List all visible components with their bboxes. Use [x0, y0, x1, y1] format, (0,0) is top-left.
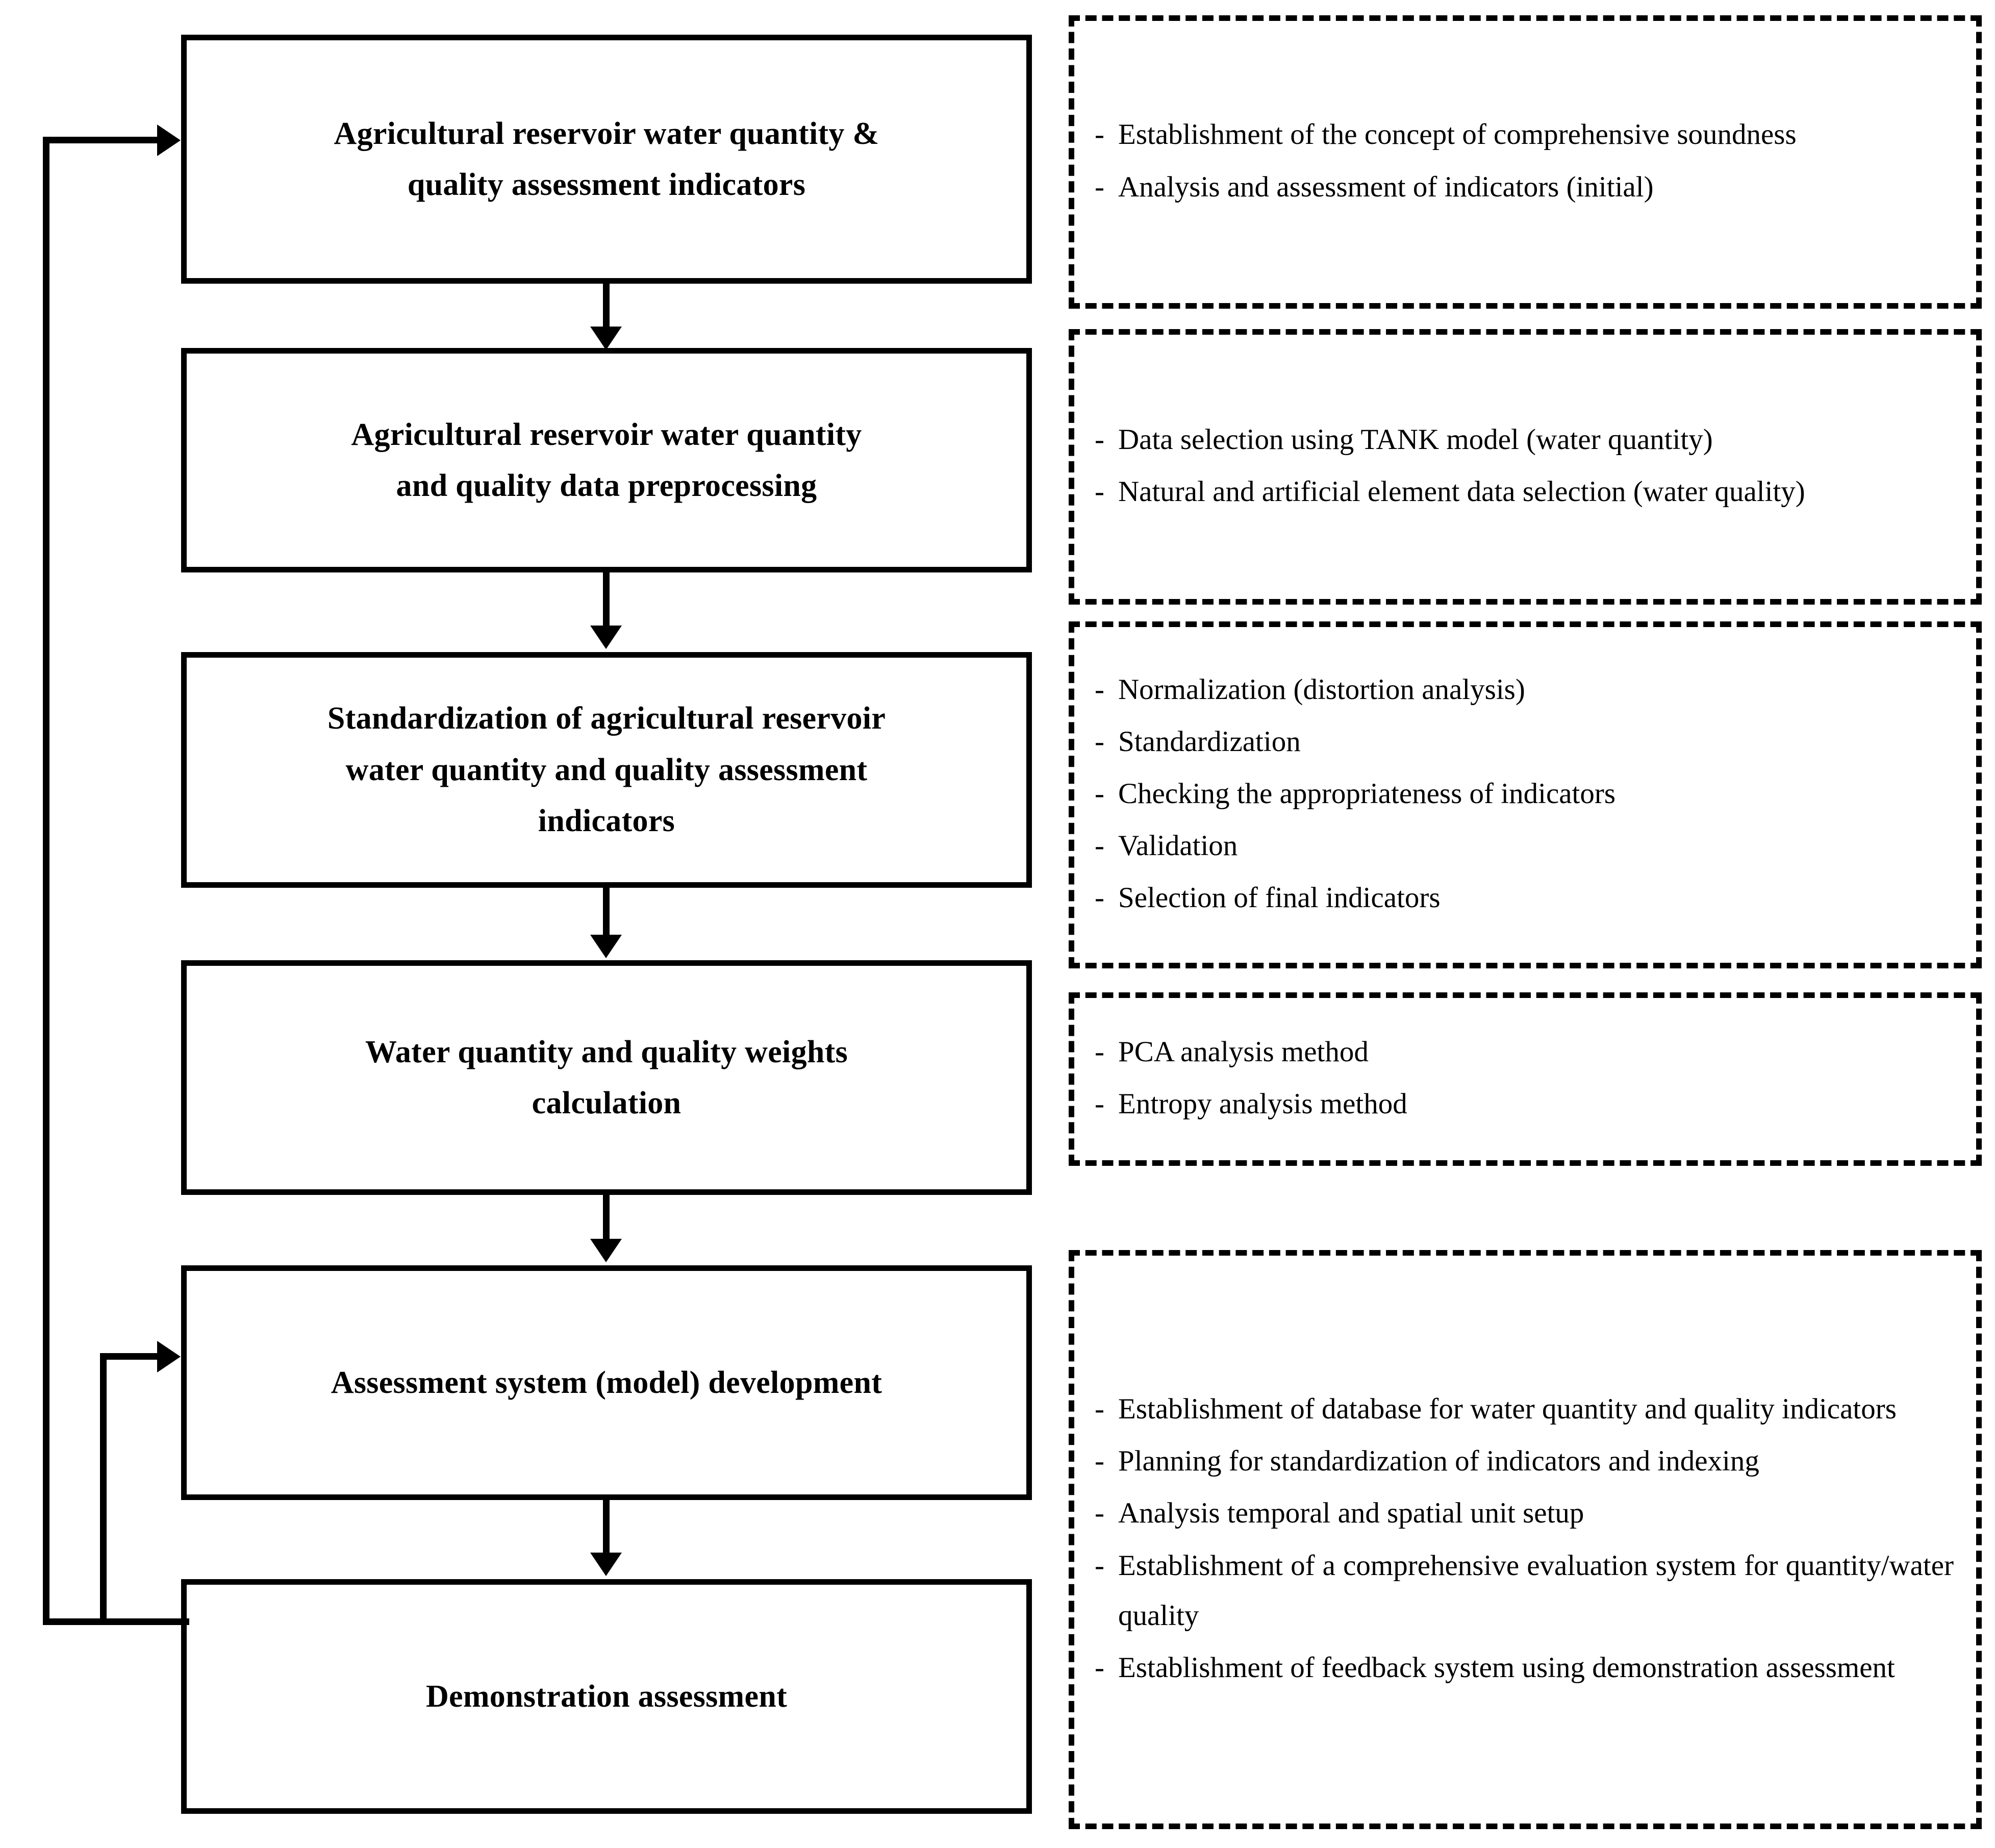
bullet-dash: -	[1095, 777, 1104, 810]
detail-item: -PCA analysis method	[1090, 1027, 1954, 1077]
connector-2-3-arrowhead	[590, 626, 622, 649]
detail-item-text: Validation	[1118, 830, 1238, 862]
detail-item-text: Data selection using TANK model (water q…	[1118, 423, 1713, 456]
detail-item: -Natural and artificial element data sel…	[1090, 467, 1954, 517]
connector-5-6-line	[603, 1500, 610, 1556]
detail-item-text: Entropy analysis method	[1118, 1088, 1407, 1120]
bullet-dash: -	[1095, 1393, 1104, 1426]
inner-feedback-bottom-segment	[100, 1618, 189, 1625]
connector-1-2-line	[603, 284, 610, 330]
detail-item: -Data selection using TANK model (water …	[1090, 415, 1954, 465]
connector-5-6-arrowhead	[590, 1553, 622, 1576]
process-box-5[interactable]: Assessment system (model) development	[181, 1265, 1032, 1500]
inner-feedback-vertical-segment	[100, 1353, 107, 1624]
detail-box-3-list: -Normalization (distortion analysis) -St…	[1090, 665, 1954, 925]
detail-item: -Checking the appropriateness of indicat…	[1090, 769, 1954, 819]
detail-item-text: Establishment of a comprehensive evaluat…	[1118, 1549, 1954, 1632]
detail-item-text: Establishment of the concept of comprehe…	[1118, 118, 1797, 151]
process-box-4[interactable]: Water quantity and quality weights calcu…	[181, 960, 1032, 1195]
outer-feedback-top-segment	[43, 137, 165, 143]
bullet-dash: -	[1095, 673, 1104, 706]
detail-item: -Establishment of feedback system using …	[1090, 1643, 1954, 1693]
connector-4-5-line	[603, 1195, 610, 1243]
detail-item: -Establishment of a comprehensive evalua…	[1090, 1541, 1954, 1641]
detail-item: -Analysis temporal and spatial unit setu…	[1090, 1488, 1954, 1538]
detail-box-4-list: -PCA analysis method -Entropy analysis m…	[1090, 1027, 1954, 1131]
process-box-3-label: Standardization of agricultural reservoi…	[327, 701, 886, 839]
detail-item: -Analysis and assessment of indicators (…	[1090, 162, 1954, 212]
connector-2-3-line	[603, 572, 610, 629]
detail-item: -Planning for standardization of indicat…	[1090, 1436, 1954, 1486]
detail-item: -Validation	[1090, 821, 1954, 871]
process-box-3[interactable]: Standardization of agricultural reservoi…	[181, 652, 1032, 888]
detail-item: -Entropy analysis method	[1090, 1079, 1954, 1129]
detail-box-1-list: -Establishment of the concept of compreh…	[1090, 110, 1954, 214]
detail-item-text: Establishment of feedback system using d…	[1118, 1651, 1895, 1684]
connector-1-2-arrowhead	[590, 327, 622, 350]
process-box-1[interactable]: Agricultural reservoir water quantity & …	[181, 35, 1032, 284]
connector-3-4-line	[603, 888, 610, 939]
outer-feedback-vertical-segment	[43, 137, 49, 1625]
bullet-dash: -	[1095, 1088, 1104, 1120]
detail-box-5[interactable]: -Establishment of database for water qua…	[1069, 1250, 1982, 1829]
bullet-dash: -	[1095, 1497, 1104, 1530]
detail-item: -Standardization	[1090, 717, 1954, 767]
detail-item-text: Normalization (distortion analysis)	[1118, 673, 1525, 706]
detail-item: -Selection of final indicators	[1090, 873, 1954, 923]
detail-item-text: Standardization	[1118, 725, 1301, 758]
bullet-dash: -	[1095, 725, 1104, 758]
detail-item: -Normalization (distortion analysis)	[1090, 665, 1954, 715]
process-box-1-label: Agricultural reservoir water quantity & …	[334, 116, 879, 202]
bullet-dash: -	[1095, 1035, 1104, 1068]
detail-box-4[interactable]: -PCA analysis method -Entropy analysis m…	[1069, 992, 1982, 1166]
detail-box-3[interactable]: -Normalization (distortion analysis) -St…	[1069, 621, 1982, 968]
bullet-dash: -	[1095, 1549, 1104, 1582]
bullet-dash: -	[1095, 476, 1104, 508]
detail-item-text: Checking the appropriateness of indicato…	[1118, 777, 1616, 810]
detail-item-text: Planning for standardization of indicato…	[1118, 1445, 1759, 1478]
outer-feedback-arrowhead	[157, 124, 181, 156]
process-box-2-label: Agricultural reservoir water quantity an…	[351, 417, 862, 503]
bullet-dash: -	[1095, 882, 1104, 914]
inner-feedback-arrowhead	[157, 1341, 181, 1372]
detail-item: -Establishment of database for water qua…	[1090, 1384, 1954, 1434]
bullet-dash: -	[1095, 830, 1104, 862]
bullet-dash: -	[1095, 423, 1104, 456]
process-box-6-label: Demonstration assessment	[425, 1679, 788, 1714]
detail-item-text: PCA analysis method	[1118, 1035, 1369, 1068]
process-box-5-label: Assessment system (model) development	[331, 1365, 882, 1400]
detail-item: -Establishment of the concept of compreh…	[1090, 110, 1954, 160]
inner-feedback-top-segment	[100, 1353, 166, 1360]
bullet-dash: -	[1095, 170, 1104, 203]
process-box-2[interactable]: Agricultural reservoir water quantity an…	[181, 348, 1032, 572]
detail-item-text: Analysis and assessment of indicators (i…	[1118, 170, 1654, 203]
detail-item-text: Natural and artificial element data sele…	[1118, 476, 1805, 508]
bullet-dash: -	[1095, 1445, 1104, 1478]
detail-box-2-list: -Data selection using TANK model (water …	[1090, 415, 1954, 519]
process-box-4-label: Water quantity and quality weights calcu…	[365, 1034, 848, 1120]
process-box-6[interactable]: Demonstration assessment	[181, 1579, 1032, 1814]
detail-box-1[interactable]: -Establishment of the concept of compreh…	[1069, 15, 1982, 309]
bullet-dash: -	[1095, 1651, 1104, 1684]
connector-3-4-arrowhead	[590, 935, 622, 958]
connector-4-5-arrowhead	[590, 1239, 622, 1262]
detail-item-text: Analysis temporal and spatial unit setup	[1118, 1497, 1584, 1530]
detail-box-5-list: -Establishment of database for water qua…	[1090, 1384, 1954, 1694]
bullet-dash: -	[1095, 118, 1104, 151]
detail-box-2[interactable]: -Data selection using TANK model (water …	[1069, 329, 1982, 605]
detail-item-text: Establishment of database for water quan…	[1118, 1393, 1897, 1426]
detail-item-text: Selection of final indicators	[1118, 882, 1441, 914]
